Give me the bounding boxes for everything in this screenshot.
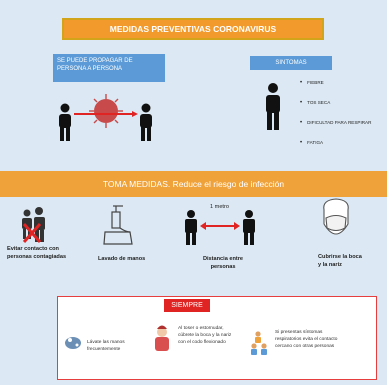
list-item: TOS SECA — [300, 100, 371, 120]
tip-wash-hands: Lávate las manos frecuentemente — [87, 340, 125, 352]
list-item: DIFICULTAD PARA RESPIRAR — [300, 120, 371, 140]
avoid-contact-label: Evitar contacto con personas contagiadas — [7, 246, 67, 260]
hand-wash-label: Lavado de manos — [98, 256, 146, 262]
measures-heading: TOMA MEDIDAS. Reduce el riesgo de infecc… — [0, 171, 387, 197]
mask-label: Cubrirse la boca y la nariz — [318, 254, 362, 268]
list-item: FIEBRE — [300, 80, 371, 100]
distance-label: Distancia entre personas — [202, 256, 244, 270]
page-title: MEDIDAS PREVENTIVAS CORONAVIRUS — [62, 18, 324, 40]
propagation-box: SE PUEDE PROPAGAR DE PERSONA A PERSONA — [53, 54, 165, 82]
list-item: FATIGA — [300, 140, 371, 160]
distance-value: 1 metro — [210, 204, 229, 210]
always-heading: SIEMPRE — [164, 299, 210, 312]
tip-cover-sneeze: Al toser o estornudar, cúbrete la boca y… — [178, 326, 232, 345]
symptoms-heading: SINTOMAS — [250, 56, 332, 70]
tip-avoid-contact: Si presentas síntomas respiratorios evit… — [275, 330, 338, 349]
virus-icon — [89, 94, 123, 128]
symptoms-list: FIEBRE TOS SECA DIFICULTAD PARA RESPIRAR… — [300, 80, 371, 160]
always-panel — [57, 296, 377, 380]
